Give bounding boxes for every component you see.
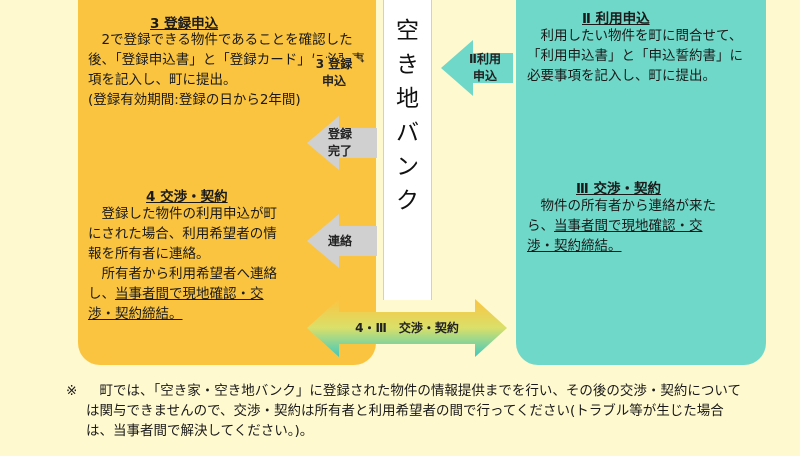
section-4-title: 4 交渉・契約 bbox=[146, 189, 228, 205]
section-III-text-underlined: 当事者間で現地確認・交渉・契約締結。 bbox=[527, 218, 703, 254]
section-III-body: 物件の所有者から連絡が来たら、当事者間で現地確認・交渉・契約締結。 bbox=[527, 196, 727, 256]
use-apply-arrow bbox=[441, 40, 513, 96]
section-4-text-2: 所有者から利用希望者へ連絡し、当事者間で現地確認・交渉・契約締結。 bbox=[88, 264, 288, 324]
section-3-note: (登録有効期間:登録の日から2年間) bbox=[88, 92, 301, 108]
section-III-text-plain: 物件の所有者から連絡が来たら、 bbox=[527, 198, 716, 234]
register-done-arrow bbox=[307, 116, 377, 170]
register-apply-label: 3 登録 申込 bbox=[315, 57, 353, 88]
akichi-bank-column: 空 き 地 バ ン ク bbox=[383, 0, 432, 300]
section-4-body: 登録した物件の利用申込が町にされた場合、利用希望者の情報を所有者に連絡。 所有者… bbox=[88, 204, 288, 324]
section-II-body: 利用したい物件を町に問合せて、「利用申込書」と「申込誓約書」に必要事項を記入し、… bbox=[527, 26, 749, 86]
footnote: ※ 町では、「空き家・空き地バンク」に登録された物件の情報提供までを行い、その後… bbox=[56, 381, 746, 441]
user-panel bbox=[516, 0, 766, 365]
contact-arrow bbox=[307, 214, 377, 268]
negotiation-label: 4・Ⅲ 交渉・契約 bbox=[355, 321, 459, 335]
section-4-text-2-plain: 所有者から利用希望者へ連絡し、 bbox=[88, 266, 277, 302]
section-III-text: 物件の所有者から連絡が来たら、当事者間で現地確認・交渉・契約締結。 bbox=[527, 196, 727, 256]
contact-label: 連絡 bbox=[327, 234, 352, 248]
section-3-body: 2で登録できる物件であることを確認した後、「登録申込書」と「登録カード」に必要事… bbox=[88, 30, 366, 110]
section-II-title: Ⅱ 利用申込 bbox=[582, 11, 650, 27]
akichi-bank-title: 空 き 地 バ ン ク bbox=[396, 18, 419, 214]
section-3-title: 3 登録申込 bbox=[150, 16, 219, 32]
section-4-text-2-underlined: 当事者間で現地確認・交渉・契約締結。 bbox=[88, 286, 264, 322]
section-II-text: 利用したい物件を町に問合せて、「利用申込書」と「申込誓約書」に必要事項を記入し、… bbox=[527, 28, 743, 84]
register-done-label: 登録 完了 bbox=[327, 127, 352, 158]
register-apply-arrow bbox=[305, 46, 375, 100]
section-4-text-1: 登録した物件の利用申込が町にされた場合、利用希望者の情報を所有者に連絡。 bbox=[88, 206, 277, 262]
negotiation-double-arrow bbox=[307, 299, 507, 357]
footnote-mark: ※ bbox=[66, 383, 78, 399]
section-3-text: 2で登録できる物件であることを確認した後、「登録申込書」と「登録カード」に必要事… bbox=[88, 32, 365, 88]
footnote-text: 町では、「空き家・空き地バンク」に登録された物件の情報提供までを行い、その後の交… bbox=[86, 383, 742, 439]
use-apply-label: Ⅱ利用 申込 bbox=[469, 52, 501, 83]
section-III-title: Ⅲ 交渉・契約 bbox=[576, 181, 661, 197]
